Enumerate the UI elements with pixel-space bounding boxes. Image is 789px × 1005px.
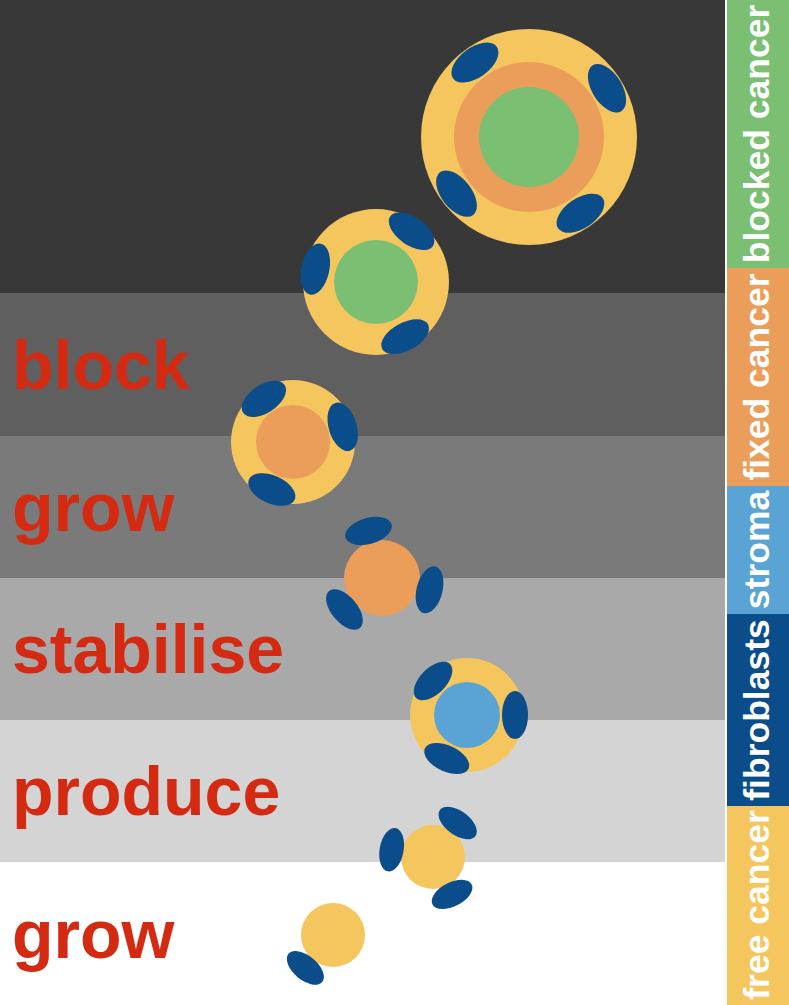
fibroblast <box>235 373 292 424</box>
fibroblast <box>243 467 300 513</box>
fibroblast <box>376 826 407 873</box>
fibroblast <box>281 945 330 992</box>
fibroblast <box>319 583 370 636</box>
stage-label: grow <box>12 900 174 968</box>
legend-swatch: blocked cancer <box>727 0 789 268</box>
fibroblast <box>427 874 477 915</box>
fibroblast <box>342 512 395 550</box>
legend-label: blocked cancer <box>740 5 776 263</box>
fibroblast <box>419 737 473 781</box>
stage-band: grow <box>0 862 725 1005</box>
stage-band: block <box>0 293 725 436</box>
fibroblast <box>550 186 612 241</box>
cell-ring <box>231 380 355 504</box>
legend-label: fixed cancer <box>740 273 776 480</box>
cell-cluster <box>296 205 449 361</box>
cell-ring <box>479 87 579 187</box>
fibroblast <box>428 163 485 224</box>
fibroblast <box>376 312 435 361</box>
fibroblast <box>444 35 505 91</box>
legend: blocked cancer fixed cancer stroma fibrobla… <box>727 0 789 1005</box>
cell-cluster <box>319 512 448 636</box>
stage-label: grow <box>12 473 174 541</box>
top-band <box>0 0 725 293</box>
cell-ring <box>303 209 449 355</box>
fibroblast <box>382 205 441 258</box>
stage-band: grow <box>0 436 725 578</box>
cell-ring <box>454 62 604 212</box>
cell-ring <box>401 825 465 889</box>
cell-ring <box>256 405 330 479</box>
fibroblast <box>407 655 459 707</box>
fibroblast <box>580 57 634 119</box>
legend-label: stroma <box>740 491 776 609</box>
stage-label: produce <box>12 757 280 825</box>
cell-cluster <box>281 903 365 991</box>
fibroblast <box>322 399 363 455</box>
legend-label: fibroblasts <box>740 619 776 800</box>
cell-ring <box>410 658 524 772</box>
cell-cluster <box>421 29 637 245</box>
stage-label: stabilise <box>12 615 284 683</box>
cell-ring <box>301 903 365 967</box>
stage-band: stabilise <box>0 578 725 720</box>
fibroblast <box>433 800 483 845</box>
legend-swatch: free cancer <box>727 806 789 1005</box>
legend-swatch: fixed cancer <box>727 268 789 485</box>
cell-ring <box>421 29 637 245</box>
stage-label: block <box>12 331 190 399</box>
legend-swatch: fibroblasts <box>727 614 789 805</box>
fibroblast <box>296 241 334 298</box>
fibroblast <box>502 691 528 739</box>
cell-ring <box>334 240 418 324</box>
legend-swatch: stroma <box>727 486 789 614</box>
cell-cluster <box>376 800 483 915</box>
cell-ring <box>434 682 500 748</box>
cell-cluster <box>407 655 528 781</box>
stage-band: produce <box>0 720 725 862</box>
legend-label: free cancer <box>740 811 776 1000</box>
cell-cluster <box>231 373 363 512</box>
fibroblast <box>411 563 448 616</box>
cell-ring <box>344 540 420 616</box>
